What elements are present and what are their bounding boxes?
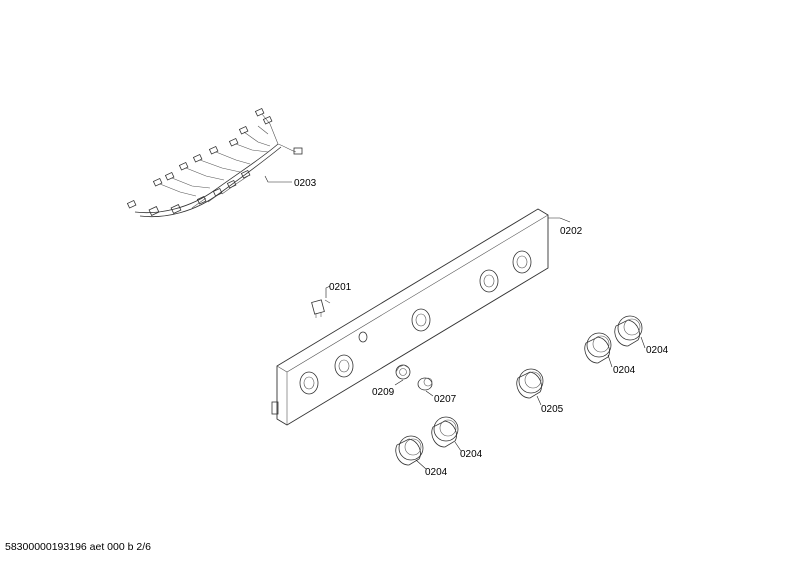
label-0204-d: 0204 <box>646 345 669 356</box>
switch-part <box>311 299 331 318</box>
part-labels: 0202 0203 0201 0209 0207 0205 0204 0204 … <box>294 178 669 478</box>
knob-0205 <box>516 368 544 399</box>
document-footer-id: 58300000193196 aet 000 b 2/6 <box>5 541 151 553</box>
leader-lines <box>264 175 646 470</box>
label-0202: 0202 <box>560 226 583 237</box>
wiring-harness <box>126 107 303 217</box>
label-0204-c: 0204 <box>613 365 636 376</box>
knob-0204-c-upper <box>584 332 612 364</box>
label-0207: 0207 <box>434 394 457 405</box>
knob-0204-a-lower <box>395 435 424 466</box>
label-0205: 0205 <box>541 404 564 415</box>
label-0201: 0201 <box>329 282 352 293</box>
label-0204-b: 0204 <box>460 449 483 460</box>
label-0209: 0209 <box>372 387 395 398</box>
label-0204-a: 0204 <box>425 467 448 478</box>
knob-0204-b-lower <box>431 416 459 448</box>
knob-insert <box>395 364 411 380</box>
knob-0204-d-upper <box>614 315 643 347</box>
label-0203: 0203 <box>294 178 317 189</box>
control-panel <box>271 208 549 426</box>
cap-part <box>417 377 433 391</box>
